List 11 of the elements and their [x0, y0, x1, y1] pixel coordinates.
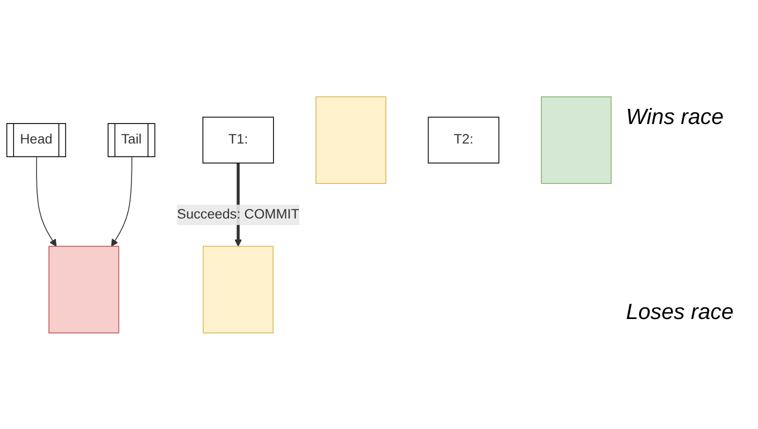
node-box: [540, 96, 612, 184]
arrow: [36, 156, 57, 246]
note-text: Loses race: [626, 298, 735, 325]
node-box: [316, 96, 386, 184]
node-box: [48, 246, 120, 333]
node-box: T2:: [428, 116, 500, 164]
arrow: [111, 156, 132, 246]
node-box: T1:: [202, 116, 274, 164]
note-text: Wins race: [626, 104, 725, 130]
edge-label: Succeeds: COMMIT: [177, 206, 300, 222]
node-box: [202, 246, 274, 333]
